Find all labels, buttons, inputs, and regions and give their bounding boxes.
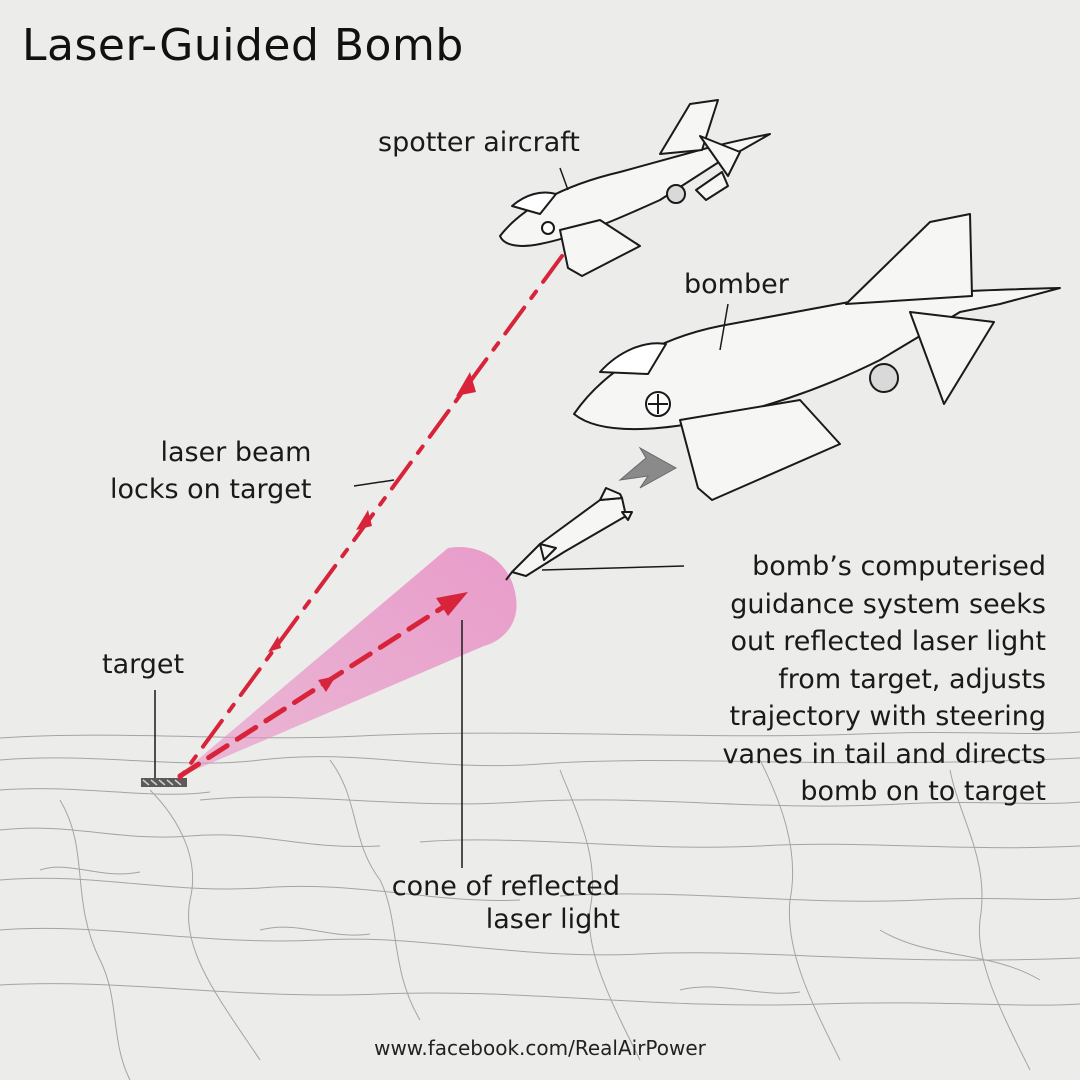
label-guidance-line-4: from target, adjusts [723, 661, 1046, 699]
label-guidance-system: bomb’s computerised guidance system seek… [723, 548, 1046, 811]
label-cone-line-1: cone of reflected [392, 870, 620, 903]
spotter-leader-line [560, 168, 568, 190]
laser-beam-leader-line [354, 480, 394, 486]
label-guidance-line-5: trajectory with steering [723, 698, 1046, 736]
label-target: target [102, 646, 184, 683]
label-guidance-line-6: vanes in tail and directs [723, 736, 1046, 774]
label-laser-beam-line-1: laser beam [110, 434, 311, 471]
laser-beam-line [180, 256, 562, 778]
label-bomber: bomber [684, 266, 789, 303]
laser-beam-arrowhead-middle [356, 510, 372, 530]
laser-guided-bomb-drawing [506, 488, 632, 580]
reflected-beam-line [180, 604, 448, 776]
guidance-leader-line [542, 566, 684, 570]
release-arrow [620, 448, 676, 488]
label-guidance-line-3: out reflected laser light [723, 623, 1046, 661]
label-guidance-line-2: guidance system seeks [723, 586, 1046, 624]
label-laser-beam: laser beam locks on target [110, 434, 311, 508]
laser-beam-arrowhead-lower [268, 636, 281, 652]
label-cone-line-2: laser light [392, 903, 620, 936]
label-guidance-line-1: bomb’s computerised [723, 548, 1046, 586]
label-cone: cone of reflected laser light [392, 870, 620, 936]
label-spotter-aircraft: spotter aircraft [378, 124, 580, 161]
source-url: www.facebook.com/RealAirPower [0, 1036, 1080, 1060]
label-guidance-line-7: bomb on to target [723, 773, 1046, 811]
label-laser-beam-line-2: locks on target [110, 471, 311, 508]
diagram-title: Laser-Guided Bomb [22, 20, 464, 71]
